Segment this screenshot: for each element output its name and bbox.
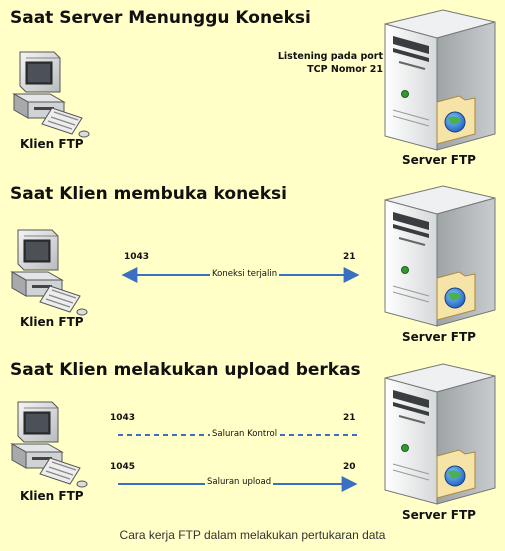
section-3-title: Saat Klien melakukan upload berkas (10, 360, 361, 380)
server-label-1: Server FTP (402, 153, 476, 167)
server-1-icon (384, 9, 496, 151)
control-server-port: 21 (343, 413, 356, 423)
server-label-2: Server FTP (402, 330, 476, 344)
upload-channel-label: Saluran upload (205, 477, 274, 487)
client-label-3: Klien FTP (20, 489, 84, 503)
server-3-icon (384, 363, 496, 505)
figure-caption: Cara kerja FTP dalam melakukan pertukara… (119, 528, 386, 542)
listening-note: Listening pada port TCP Nomor 21 (278, 50, 383, 76)
client-computer-3-icon (11, 401, 88, 488)
client-computer-1-icon (13, 51, 90, 138)
connection-server-port: 21 (343, 252, 356, 262)
connection-client-port: 1043 (124, 252, 150, 262)
listening-line-2: TCP Nomor 21 (307, 64, 383, 75)
upload-client-port: 1045 (110, 462, 136, 472)
control-client-port: 1043 (110, 413, 136, 423)
section-1-title: Saat Server Menunggu Koneksi (10, 8, 311, 28)
upload-server-port: 20 (343, 462, 356, 472)
server-label-3: Server FTP (402, 508, 476, 522)
connection-label: Koneksi terjalin (210, 269, 280, 279)
client-label-1: Klien FTP (20, 137, 84, 151)
control-channel-label: Saluran Kontrol (210, 429, 280, 439)
server-2-icon (384, 185, 496, 327)
section-2-title: Saat Klien membuka koneksi (10, 184, 287, 204)
client-computer-2-icon (11, 229, 88, 316)
client-label-2: Klien FTP (20, 315, 84, 329)
listening-line-1: Listening pada port (277, 51, 383, 62)
